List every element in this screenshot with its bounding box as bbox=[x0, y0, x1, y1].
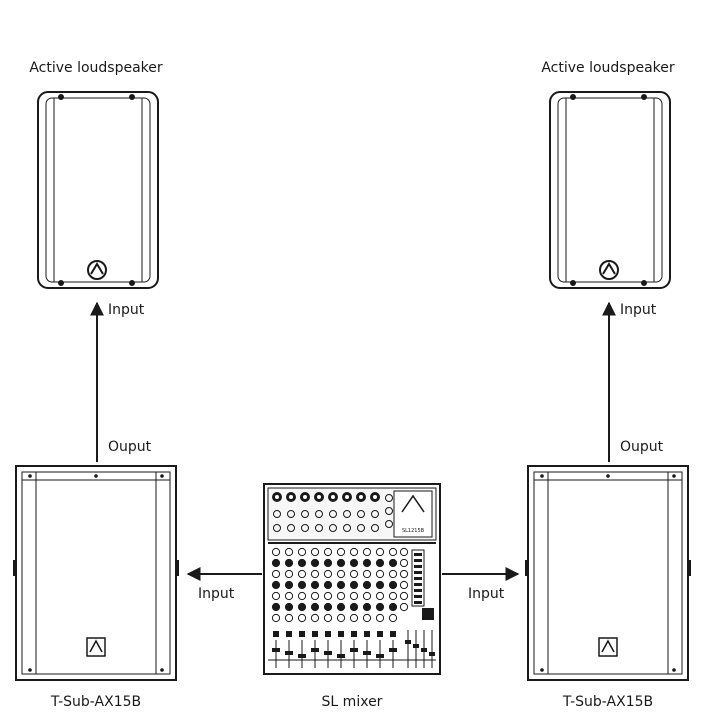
left-subwoofer: T-Sub-AX15B bbox=[13, 465, 179, 710]
left-active-loudspeaker: Active loudspeaker bbox=[29, 60, 163, 289]
left-sub-input-label: Input bbox=[198, 586, 235, 602]
left-sub-label: T-Sub-AX15B bbox=[50, 694, 141, 710]
mixer-model-text: SL1215B bbox=[402, 528, 425, 534]
right-sub-input-label: Input bbox=[468, 586, 505, 602]
left-speaker-label: Active loudspeaker bbox=[29, 60, 163, 76]
left-sub-output-label: Ouput bbox=[108, 439, 152, 455]
right-subwoofer: T-Sub-AX15B bbox=[525, 465, 691, 710]
sl-mixer: SL1215B SL mixer bbox=[263, 483, 441, 710]
left-speaker-input-label: Input bbox=[108, 302, 145, 318]
right-speaker-input-label: Input bbox=[620, 302, 657, 318]
mixer-label: SL mixer bbox=[322, 694, 383, 710]
mixer-channel-strips bbox=[271, 547, 435, 668]
connection-mixer-to-right-sub: Input bbox=[442, 567, 520, 602]
connection-right-sub-to-speaker: Input Ouput bbox=[602, 301, 664, 462]
right-sub-label: T-Sub-AX15B bbox=[562, 694, 653, 710]
connection-mixer-to-left-sub: Input bbox=[186, 567, 262, 602]
wharfedale-logo-icon bbox=[599, 260, 619, 280]
wharfedale-logo-icon bbox=[598, 637, 618, 657]
right-speaker-label: Active loudspeaker bbox=[541, 60, 675, 76]
right-sub-output-label: Ouput bbox=[620, 439, 664, 455]
connection-left-sub-to-speaker: Input Ouput bbox=[90, 301, 152, 462]
wharfedale-logo-icon bbox=[86, 637, 106, 657]
wharfedale-logo-icon bbox=[87, 260, 107, 280]
right-active-loudspeaker: Active loudspeaker bbox=[541, 60, 675, 289]
mixer-input-jacks bbox=[272, 492, 393, 532]
